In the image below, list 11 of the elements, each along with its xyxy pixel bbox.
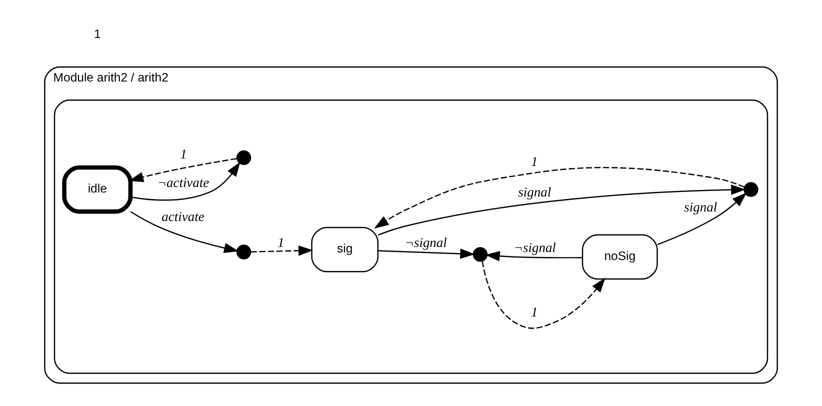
edge-label: activate [162, 209, 204, 224]
edge-label: signal [518, 184, 552, 200]
edge-label: 1 [531, 304, 538, 320]
edge-label: 1 [180, 146, 187, 162]
edge-label: 1 [277, 234, 284, 250]
edge-label: ¬signal [404, 234, 447, 250]
label: 1 [94, 27, 101, 42]
edge-label: 1 [531, 154, 538, 170]
edge-label: signal [684, 199, 718, 214]
edge-label: ¬signal [514, 240, 556, 255]
edge-label: ¬activate [157, 174, 210, 190]
